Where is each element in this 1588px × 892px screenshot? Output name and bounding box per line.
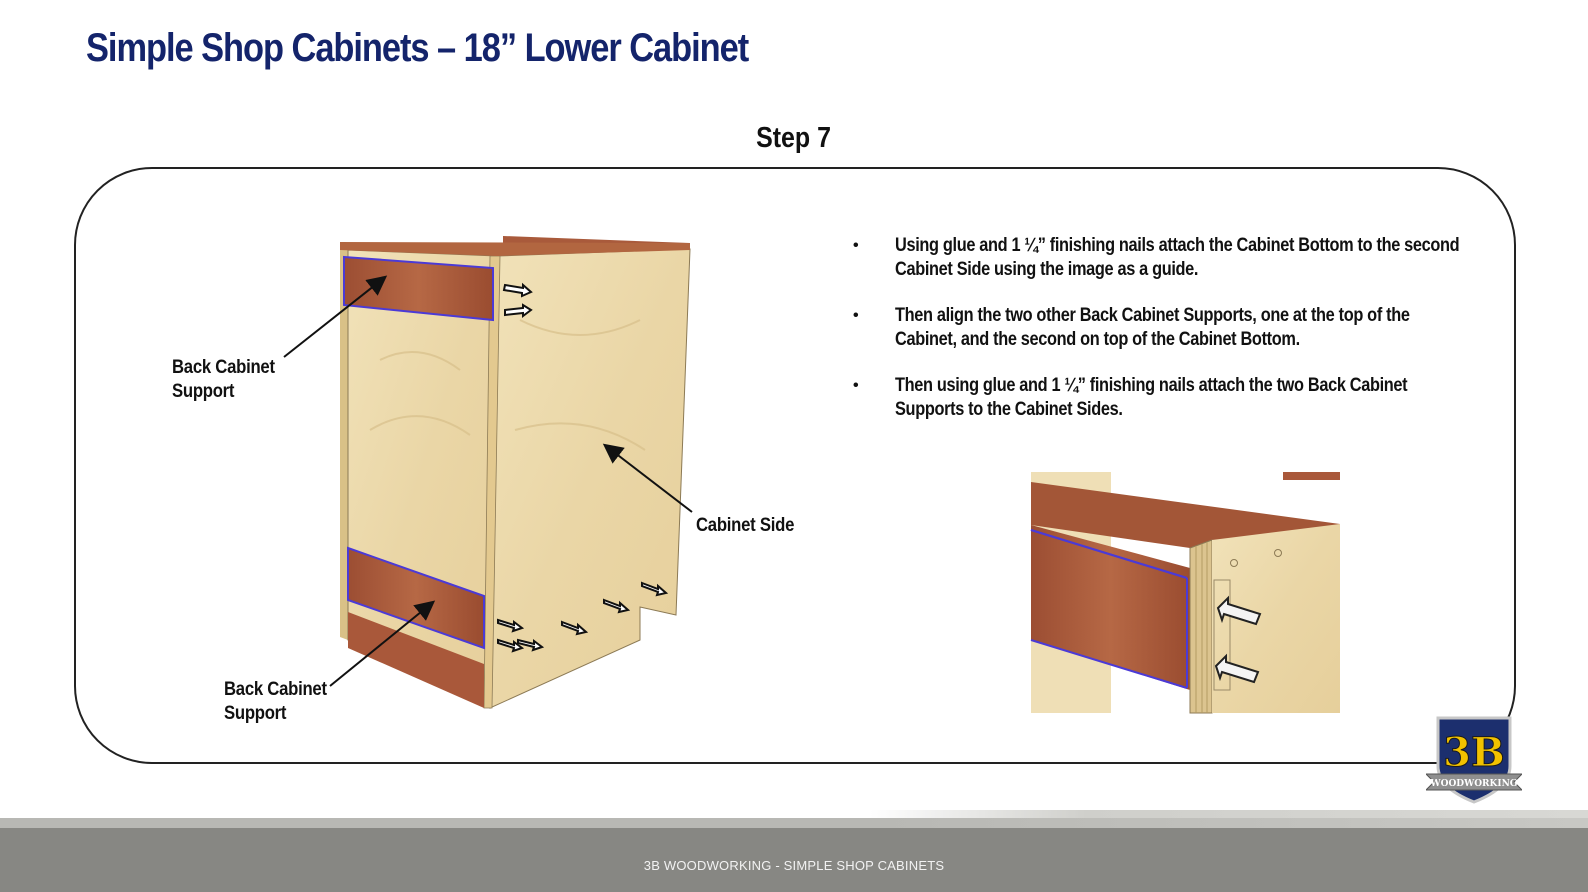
instruction-text: Then using glue and 1 ¼” finishing nails… xyxy=(895,375,1408,420)
slide-title: Simple Shop Cabinets – 18” Lower Cabinet xyxy=(86,26,749,70)
instruction-item: • Then using glue and 1 ¼” finishing nai… xyxy=(853,374,1473,422)
instruction-text: Using glue and 1 ¼” finishing nails atta… xyxy=(895,235,1460,280)
detail-inset-drawing xyxy=(1030,472,1340,714)
logo-word: WOODWORKING xyxy=(1430,779,1518,789)
footer-bar: 3B WOODWORKING - SIMPLE SHOP CABINETS xyxy=(0,828,1588,892)
instruction-text: Then align the two other Back Cabinet Su… xyxy=(895,305,1410,350)
step-heading: Step 7 xyxy=(756,122,832,154)
3b-woodworking-logo: 3B WOODWORKING xyxy=(1426,716,1522,804)
bullet: • xyxy=(853,307,859,324)
instruction-list: • Using glue and 1 ¼” finishing nails at… xyxy=(853,234,1473,444)
callout-cabinet-side: Cabinet Side xyxy=(696,515,795,536)
cabinet-main-drawing xyxy=(283,236,693,709)
footer-text: 3B WOODWORKING - SIMPLE SHOP CABINETS xyxy=(643,858,945,873)
callout-back-cabinet-support-bottom: Back Cabinet Support xyxy=(224,679,327,724)
logo-mark: 3B xyxy=(1443,729,1505,776)
instruction-item: • Then align the two other Back Cabinet … xyxy=(853,304,1473,352)
footer-stripe xyxy=(0,810,1588,828)
bullet: • xyxy=(853,237,859,254)
callout-back-cabinet-support-top: Back Cabinet Support xyxy=(172,357,275,402)
bullet: • xyxy=(853,377,859,394)
instruction-item: • Using glue and 1 ¼” finishing nails at… xyxy=(853,234,1473,282)
content-panel xyxy=(74,167,1516,764)
